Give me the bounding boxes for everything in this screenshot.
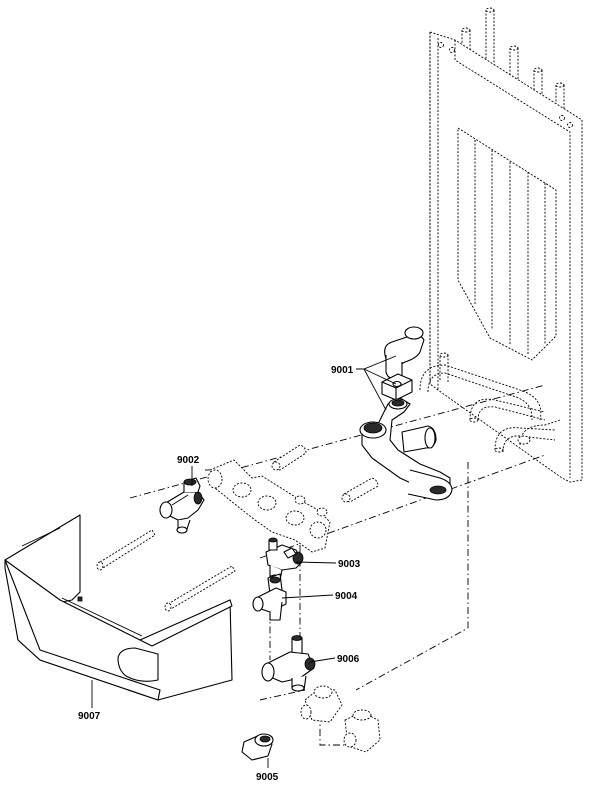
long-screws-ghost	[96, 529, 236, 612]
label-9002: 9002	[177, 455, 200, 466]
lower-fittings-ghost	[300, 685, 381, 753]
part-9002-valve[interactable]	[159, 477, 205, 534]
label-9004: 9004	[335, 591, 358, 602]
heat-exchanger-ghost	[419, 7, 583, 483]
label-9003: 9003	[338, 559, 361, 570]
part-9005-plug[interactable]	[241, 733, 274, 761]
part-9006-drain-valve[interactable]	[261, 635, 316, 692]
part-9004-connector[interactable]	[252, 573, 287, 621]
label-9005: 9005	[256, 772, 279, 783]
manifold-ghost	[207, 444, 379, 553]
label-9006: 9006	[337, 654, 360, 665]
part-9007-front-cover[interactable]	[4, 514, 233, 701]
part-labels: 9001 9002 9003 9004 9006 9007 9005	[78, 365, 361, 783]
part-9003-valve[interactable]	[265, 537, 304, 582]
leader-lines	[91, 355, 397, 768]
part-9001-water-pipe[interactable]	[359, 326, 453, 501]
label-9001: 9001	[331, 365, 354, 376]
label-9007: 9007	[78, 711, 101, 722]
